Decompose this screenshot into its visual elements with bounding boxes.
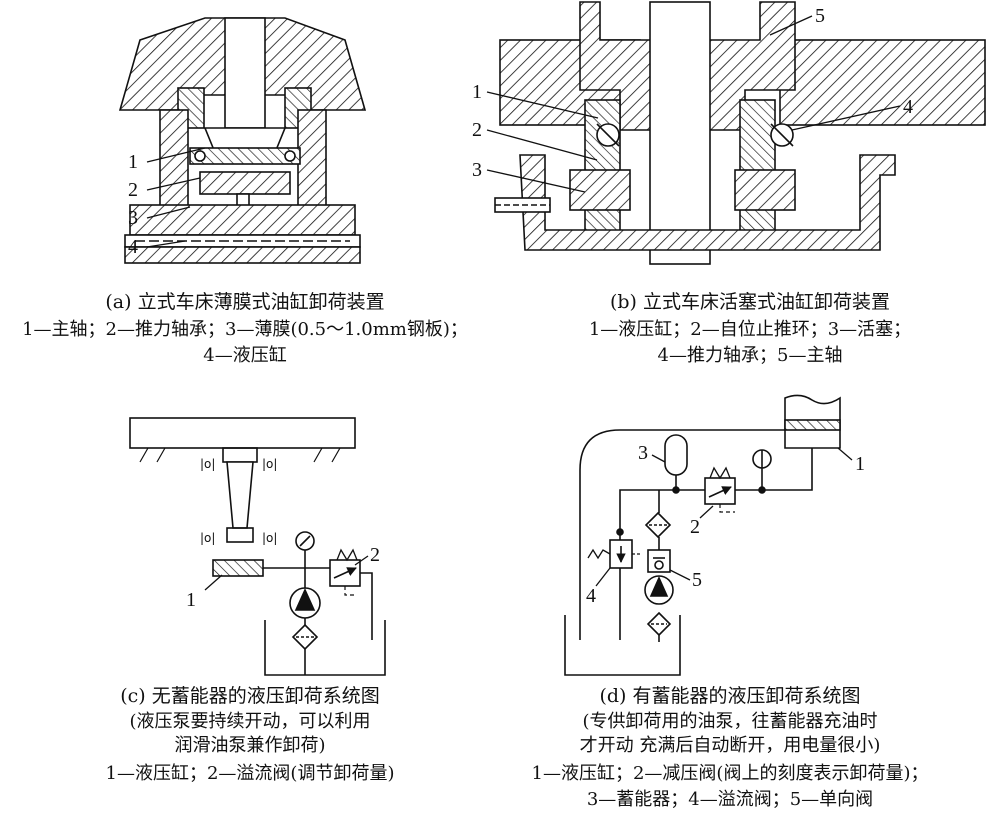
callout-d-2: 2 xyxy=(690,516,700,538)
panel-c-note-line1: (液压泵要持续开动，可以利用 xyxy=(129,711,371,732)
panel-d-note-line1: (专供卸荷用的油泵，往蓄能器充油时 xyxy=(582,711,878,732)
panel-b-drawing xyxy=(486,1,986,265)
base-block xyxy=(129,204,356,236)
filter-d-top xyxy=(644,511,672,539)
membrane-plate xyxy=(199,171,291,195)
callout-a-2: 2 xyxy=(128,179,138,201)
panel-a-drawing xyxy=(118,17,367,264)
callout-c-2: 2 xyxy=(370,544,380,566)
thrust-bearing xyxy=(189,147,301,165)
panel-d-drawing xyxy=(564,394,853,676)
panel-d-legend-line1: 1—液压缸；2—减压阀(阀上的刻度表示卸荷量)； xyxy=(531,763,929,784)
panel-c-legend-line1: 1—液压缸；2—溢流阀(调节卸荷量) xyxy=(105,763,395,784)
spindle-c xyxy=(226,461,254,529)
panel-a-legend-line2: 4—液压缸 xyxy=(203,345,287,366)
callout-d-1: 1 xyxy=(855,453,865,475)
panel-d-legend-line2: 3—蓄能器；4—溢流阀；5—单向阀 xyxy=(586,789,874,810)
panel-c-note-line2: 润滑油泵兼作卸荷) xyxy=(174,735,326,756)
panel-b-legend-line1: 1—液压缸；2—自位止推环；3—活塞； xyxy=(588,319,912,340)
callout-a-1: 1 xyxy=(128,151,138,173)
spindle-bore xyxy=(224,17,266,129)
tank-c xyxy=(264,620,386,676)
filter-c xyxy=(291,623,319,651)
cylinder-right xyxy=(739,99,776,236)
panel-d-title: (d) 有蓄能器的液压卸荷系统图 xyxy=(599,685,861,707)
panel-c-title: (c) 无蓄能器的液压卸荷系统图 xyxy=(120,685,380,707)
callout-d-4: 4 xyxy=(586,585,596,607)
panel-a-title: (a) 立式车床薄膜式油缸卸荷装置 xyxy=(105,291,385,313)
panel-b-title: (b) 立式车床活塞式油缸卸荷装置 xyxy=(609,291,891,313)
callout-b-1: 1 xyxy=(472,81,482,103)
callout-b-5: 5 xyxy=(815,5,825,27)
callout-b-3: 3 xyxy=(472,159,482,181)
hydraulic-cylinder-c xyxy=(212,559,264,577)
frame-top-right xyxy=(779,39,986,126)
panel-a-legend-line1: 1—主轴；2—推力轴承；3—薄膜(0.5～1.0mm钢板)； xyxy=(22,319,468,340)
reducing-valve-d xyxy=(704,477,736,505)
panel-c-drawing: |o| |o| |o| |o| xyxy=(129,417,386,676)
svg-text:|o|: |o| xyxy=(262,457,277,471)
worktable xyxy=(129,417,356,449)
accumulator-d xyxy=(664,434,688,476)
callout-a-4: 4 xyxy=(128,236,138,258)
spindle-bore-b xyxy=(649,1,711,265)
svg-text:|o|: |o| xyxy=(262,531,277,545)
callout-b-2: 2 xyxy=(472,119,482,141)
panel-d-note-line2: 才开动 充满后自动断开，用电量很小) xyxy=(579,735,881,756)
callout-a-3: 3 xyxy=(128,207,138,229)
tank-d xyxy=(564,615,681,676)
callout-b-4: 4 xyxy=(903,96,913,118)
cylinder-left xyxy=(584,99,621,236)
callout-d-3: 3 xyxy=(638,442,648,464)
callout-d-5: 5 xyxy=(692,569,702,591)
svg-text:|o|: |o| xyxy=(200,457,215,471)
panel-b-legend-line2: 4—推力轴承；5—主轴 xyxy=(657,345,843,366)
piston xyxy=(569,169,631,211)
callout-c-1: 1 xyxy=(186,589,196,611)
svg-text:|o|: |o| xyxy=(200,531,215,545)
